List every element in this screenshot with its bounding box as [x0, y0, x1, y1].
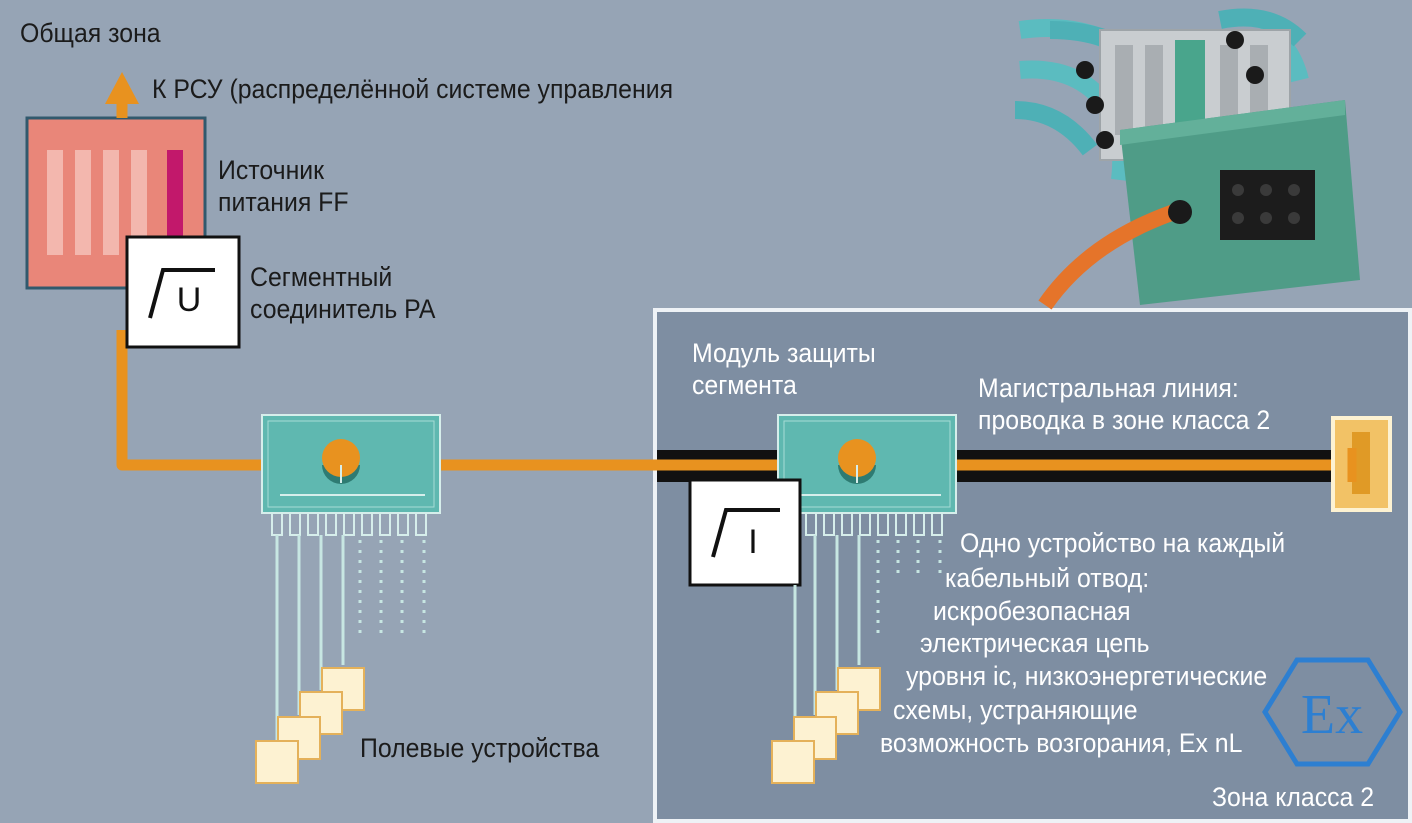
- field-devices-left: [255, 667, 365, 784]
- protector-symbol-text: I: [748, 523, 757, 561]
- to-dcs-label: К РСУ (распределённой системе управления: [152, 74, 674, 104]
- zone2-label: Зона класса 2: [1212, 782, 1375, 812]
- spur-note-line: возможность возгорания, Ex nL: [880, 728, 1243, 758]
- coupler-symbol-text: U: [177, 281, 202, 319]
- spur-note-line: кабельный отвод:: [945, 563, 1150, 593]
- segment-protector-label: Модуль защиты сегмента: [692, 338, 876, 400]
- general-zone-label: Общая зона: [20, 18, 161, 48]
- segment-coupler-box: [125, 235, 241, 349]
- segment-protector-box: [688, 478, 802, 587]
- terminator: [1331, 416, 1392, 512]
- product-photo: [1014, 8, 1360, 310]
- field-barrier-zone2: [777, 414, 957, 536]
- spur-lines-zone2: [793, 535, 942, 740]
- spur-note-line: уровня ic, низкоэнергетические: [906, 661, 1268, 691]
- spur-note-line: искробезопасная: [933, 596, 1131, 626]
- dcs-arrow-head: [105, 72, 139, 104]
- field-barrier-left: [261, 414, 441, 536]
- spur-note-line: Одно устройство на каждый: [960, 528, 1286, 558]
- ex-hexagon-icon: Ex: [1262, 657, 1403, 767]
- field-devices-zone2: [771, 667, 881, 784]
- segment-coupler-label: Сегментный соединитель PA: [250, 262, 436, 324]
- spur-note-line: схемы, устраняющие: [893, 695, 1138, 725]
- trunk-line-label: Магистральная линия: проводка в зоне кла…: [978, 373, 1271, 435]
- power-supply-label: Источник питания FF: [218, 155, 349, 217]
- spur-note-line: электрическая цепь: [920, 628, 1150, 658]
- field-devices-label: Полевые устройства: [360, 733, 600, 763]
- spur-lines-left: [275, 535, 426, 740]
- ex-mark-text: Ex: [1301, 684, 1363, 746]
